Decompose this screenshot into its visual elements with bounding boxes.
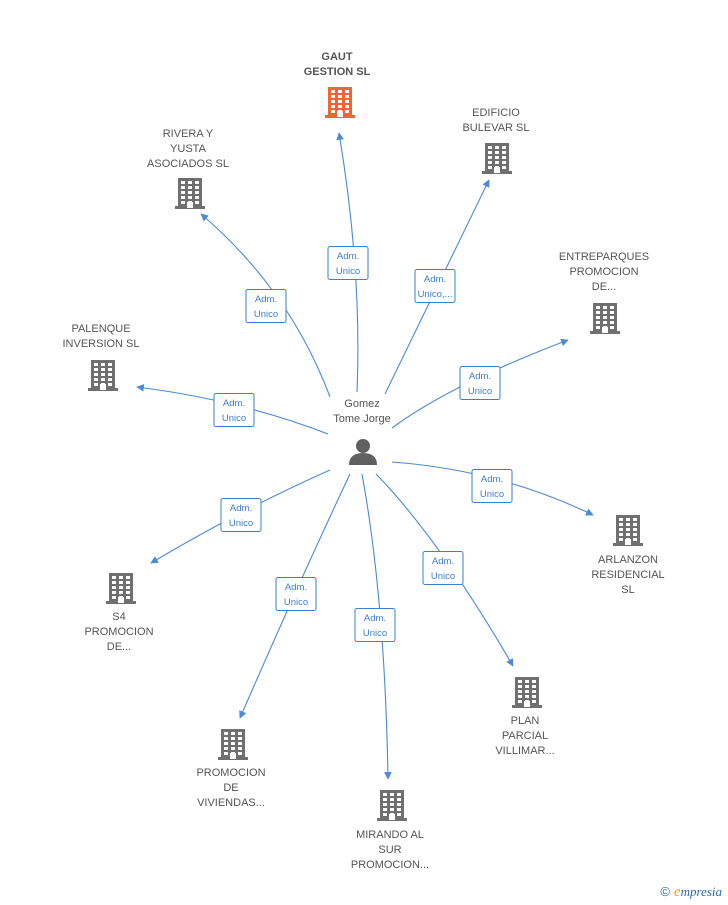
edge-label-text: Adm.	[424, 274, 446, 285]
watermark: ©empresia	[660, 884, 722, 901]
edge-label-text: Unico	[284, 597, 308, 608]
nodes-layer: GAUT GESTION SL EDIFICIO BULEVAR SL RIVERA Y…	[62, 51, 664, 871]
building-icon[interactable]	[325, 87, 355, 118]
edge-label-box	[327, 246, 369, 280]
company-name-line: SUR	[378, 844, 401, 856]
company-name-line: PROMOCION	[569, 266, 638, 278]
brand-name: mpresia	[680, 884, 722, 899]
edge-label-text: Adm.	[285, 582, 307, 593]
edge-label-box	[220, 498, 262, 532]
edge-label-entreparques[interactable]: Adm. Unico	[459, 366, 501, 400]
company-node-entreparques[interactable]: ENTREPARQUES PROMOCION DE...	[559, 251, 649, 334]
company-node-promocion[interactable]: PROMOCION DE VIVIENDAS...	[196, 729, 266, 809]
edge-label-plan[interactable]: Adm. Unico	[422, 551, 464, 585]
edge-label-edificio[interactable]: Adm. Unico,...	[414, 269, 456, 303]
building-icon[interactable]	[106, 573, 136, 604]
edge-label-text: Adm.	[469, 371, 491, 382]
edge-label-text: Adm.	[230, 503, 252, 514]
company-name-line: RESIDENCIAL	[591, 569, 664, 581]
company-node-palenque[interactable]: PALENQUE INVERSION SL	[62, 323, 140, 391]
company-name-line: BULEVAR SL	[462, 122, 529, 134]
edge-label-box	[213, 393, 255, 427]
company-name-line: GESTION SL	[304, 66, 371, 78]
edge-label-text: Unico	[336, 266, 360, 277]
building-icon[interactable]	[88, 360, 118, 391]
company-name-line: MIRANDO AL	[356, 829, 424, 841]
edge-label-text: Unico	[480, 489, 504, 500]
company-name-line: DE...	[107, 641, 131, 653]
copyright-symbol: ©	[660, 884, 670, 899]
company-node-mirando[interactable]: MIRANDO AL SUR PROMOCION...	[351, 790, 429, 871]
edge-label-box	[414, 269, 456, 303]
building-icon[interactable]	[482, 143, 512, 174]
building-icon[interactable]	[175, 178, 205, 209]
person-name-line: Tome Jorge	[333, 413, 390, 425]
edge-label-text: Unico	[363, 628, 387, 639]
company-name-line: PALENQUE	[71, 323, 130, 335]
building-icon[interactable]	[590, 303, 620, 334]
edge-label-text: Adm.	[223, 398, 245, 409]
brand-e: e	[673, 884, 681, 900]
company-name-line: PARCIAL	[502, 730, 548, 742]
company-name-line: ASOCIADOS SL	[147, 158, 229, 170]
building-icon[interactable]	[512, 677, 542, 708]
edge-label-gaut[interactable]: Adm. Unico	[327, 246, 369, 280]
company-name-line: PLAN	[511, 715, 540, 727]
edge-label-box	[275, 577, 317, 611]
edge-label-palenque[interactable]: Adm. Unico	[213, 393, 255, 427]
edge-label-text: Unico	[468, 386, 492, 397]
edge-label-box	[354, 608, 396, 642]
building-icon[interactable]	[377, 790, 407, 821]
company-name-line: RIVERA Y	[163, 128, 214, 140]
company-name-line: GAUT	[321, 51, 352, 63]
edge-label-text: Unico	[431, 571, 455, 582]
edge-label-text: Unico	[254, 309, 278, 320]
edge-label-text: Adm.	[364, 613, 386, 624]
company-name-line: PROMOCION	[196, 767, 265, 779]
company-name-line: ENTREPARQUES	[559, 251, 649, 263]
person-name-line: Gomez	[344, 398, 379, 410]
edge-label-box	[245, 289, 287, 323]
company-node-arlanzon[interactable]: ARLANZON RESIDENCIAL SL	[591, 515, 665, 596]
edges-layer: Adm.UnicoAdm.Unico,...Adm.UnicoAdm.Unico…	[136, 132, 594, 780]
edge-label-rivera[interactable]: Adm. Unico	[245, 289, 287, 323]
edge-label-arlanzon[interactable]: Adm. Unico	[471, 469, 513, 503]
company-name-line: PROMOCION	[84, 626, 153, 638]
company-name-line: DE...	[592, 281, 616, 293]
edge-label-promocion[interactable]: Adm. Unico	[275, 577, 317, 611]
person-icon[interactable]	[349, 439, 377, 465]
edge-label-text: Unico,...	[418, 289, 453, 300]
company-name-line: PROMOCION...	[351, 859, 429, 871]
edge-label-text: Unico	[222, 413, 246, 424]
company-node-gaut[interactable]: GAUT GESTION SL	[304, 51, 371, 118]
edge-label-box	[422, 551, 464, 585]
company-node-plan[interactable]: PLAN PARCIAL VILLIMAR...	[495, 677, 555, 757]
edge-label-mirando[interactable]: Adm. Unico	[354, 608, 396, 642]
edge-label-s4[interactable]: Adm. Unico	[220, 498, 262, 532]
company-name-line: VIVIENDAS...	[197, 797, 265, 809]
building-icon[interactable]	[218, 729, 248, 760]
edge-label-box	[459, 366, 501, 400]
company-name-line: YUSTA	[170, 143, 207, 155]
company-name-line: SL	[621, 584, 634, 596]
company-node-edificio[interactable]: EDIFICIO BULEVAR SL	[462, 107, 530, 174]
company-name-line: EDIFICIO	[472, 107, 520, 119]
edge-label-text: Adm.	[337, 251, 359, 262]
company-name-line: INVERSION SL	[62, 338, 139, 350]
company-node-rivera[interactable]: RIVERA Y YUSTA ASOCIADOS SL	[147, 128, 229, 209]
company-name-line: S4	[112, 611, 125, 623]
edge-label-box	[471, 469, 513, 503]
edge-label-text: Adm.	[481, 474, 503, 485]
building-icon[interactable]	[613, 515, 643, 546]
company-name-line: DE	[223, 782, 238, 794]
company-name-line: ARLANZON	[598, 554, 658, 566]
edge-label-text: Unico	[229, 518, 253, 529]
company-name-line: VILLIMAR...	[495, 745, 554, 757]
edge-label-text: Adm.	[432, 556, 454, 567]
edge-label-text: Adm.	[255, 294, 277, 305]
